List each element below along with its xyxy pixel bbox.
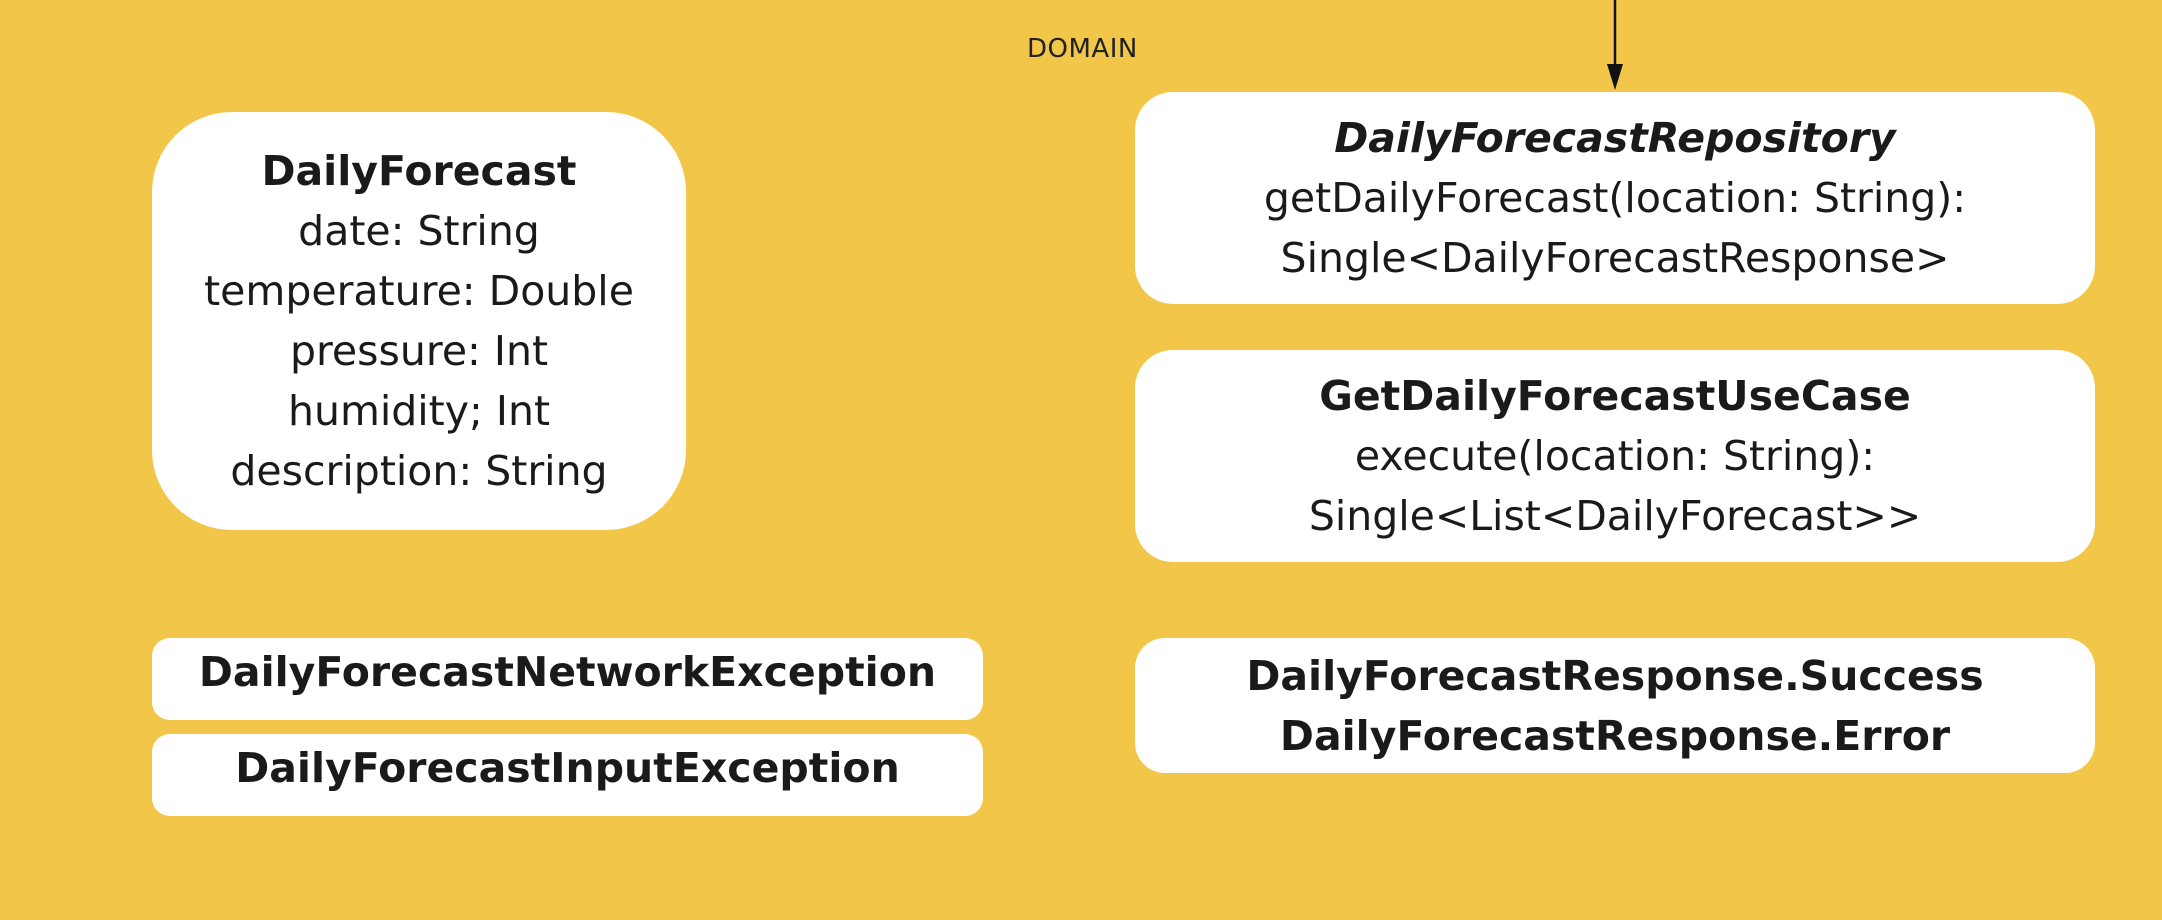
incoming-arrow-head bbox=[1607, 64, 1623, 90]
repository-title: DailyForecastRepository bbox=[1334, 114, 1896, 162]
usecase-method-return: Single<List<DailyForecast>> bbox=[1308, 492, 1922, 540]
network-exception-box[interactable]: DailyForecastNetworkException bbox=[152, 638, 983, 720]
input-exception-box[interactable]: DailyForecastInputException bbox=[152, 734, 983, 816]
input-exception-title: DailyForecastInputException bbox=[235, 744, 900, 792]
model-field-temperature: temperature: Double bbox=[204, 267, 634, 315]
model-field-date: date: String bbox=[298, 207, 540, 255]
usecase-title: GetDailyForecastUseCase bbox=[1319, 372, 1911, 420]
repository-method-return: Single<DailyForecastResponse> bbox=[1280, 234, 1950, 282]
model-field-pressure: pressure: Int bbox=[289, 327, 549, 375]
get-daily-forecast-usecase-box[interactable]: GetDailyForecastUseCase execute(location… bbox=[1135, 350, 2095, 562]
response-error: DailyForecastResponse.Error bbox=[1279, 711, 1951, 760]
network-exception-title: DailyForecastNetworkException bbox=[198, 648, 937, 696]
repository-method-signature: getDailyForecast(location: String): bbox=[1263, 174, 1967, 222]
daily-forecast-model-box[interactable]: DailyForecast date: String temperature: … bbox=[152, 112, 686, 530]
model-title: DailyForecast bbox=[261, 147, 577, 195]
daily-forecast-repository-box[interactable]: DailyForecastRepository getDailyForecast… bbox=[1135, 92, 2095, 304]
model-field-description: description: String bbox=[230, 447, 608, 495]
model-field-humidity: humidity; Int bbox=[287, 387, 551, 435]
section-label-domain: DOMAIN bbox=[1027, 34, 1138, 64]
daily-forecast-response-box[interactable]: DailyForecastResponse.Success DailyForec… bbox=[1135, 638, 2095, 773]
usecase-method-signature: execute(location: String): bbox=[1354, 432, 1876, 480]
response-success: DailyForecastResponse.Success bbox=[1246, 651, 1984, 700]
